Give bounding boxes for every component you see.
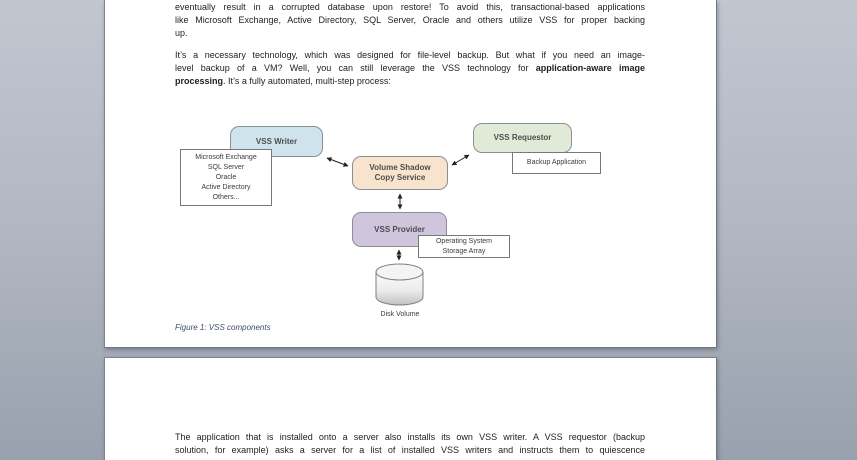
document-page-2[interactable]: The application that is installed onto a… — [104, 357, 717, 460]
vss-provider-label: VSS Provider — [374, 224, 425, 234]
vss-requestor-box: VSS Requestor — [473, 123, 572, 153]
vss-requestor-label: VSS Requestor — [493, 133, 552, 142]
body-text-line: The application that is installed onto a… — [175, 432, 645, 442]
body-text-line: processing. It’s a fully automated, mult… — [175, 76, 391, 86]
disk-volume-label: Disk Volume — [380, 311, 420, 318]
figure-caption: Figure 1: VSS components — [175, 323, 271, 332]
backup-application-box: Backup Application — [512, 152, 601, 174]
body-text-line: eventually result in a corrupted databas… — [175, 2, 645, 12]
paragraph-2: It’s a necessary technology, which was d… — [175, 49, 646, 88]
diagram-arrows — [326, 154, 470, 261]
body-text-line: solution, for example) asks a server for… — [175, 445, 645, 455]
vss-writer-label: VSS Writer — [255, 136, 298, 146]
paragraph-1: eventually result in a corrupted databas… — [175, 1, 646, 40]
body-text-line: up. — [175, 28, 188, 38]
vss-writers-list-box: Microsoft Exchange SQL Server Oracle Act… — [180, 149, 272, 206]
body-text-line: level backup of a VM? Well, you can stil… — [175, 63, 645, 73]
document-page-1[interactable]: eventually result in a corrupted databas… — [104, 0, 717, 348]
vss-components-figure: VSS Writer Microsoft Exchange SQL Server… — [175, 117, 645, 320]
operating-system-storage-array-box: Operating System Storage Array — [418, 235, 510, 258]
body-text-line: It’s a necessary technology, which was d… — [175, 50, 645, 60]
volume-shadow-copy-service-box: Volume Shadow Copy Service — [352, 156, 448, 190]
paragraph-3: The application that is installed onto a… — [175, 431, 646, 457]
disk-volume-cylinder-icon — [375, 263, 424, 306]
body-text-line: like Microsoft Exchange, Active Director… — [175, 15, 645, 25]
